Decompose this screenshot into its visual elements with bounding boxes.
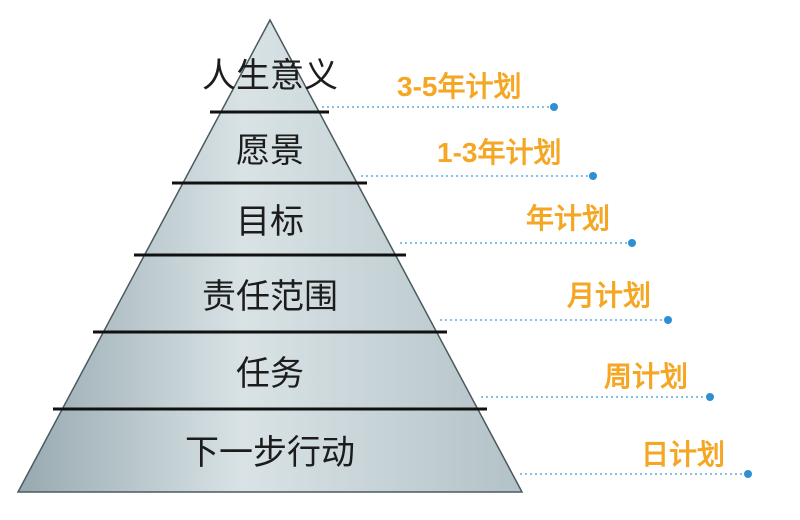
connector-dot (628, 239, 636, 247)
tier-label-next-action: 下一步行动 (185, 433, 355, 473)
connector-dot (550, 103, 558, 111)
connector-dot (706, 393, 714, 401)
plan-label-monthly: 月计划 (566, 280, 651, 311)
tier-label-vision: 愿景 (236, 131, 304, 171)
tier-label-meaning: 人生意义 (202, 56, 338, 96)
plan-label-yearly: 年计划 (526, 202, 610, 234)
plan-label-3-5-year: 3-5年计划 (397, 70, 521, 102)
tier-label-responsibility: 责任范围 (202, 277, 338, 317)
plan-label-1-3-year: 1-3年计划 (437, 136, 561, 168)
plan-label-weekly: 周计划 (604, 361, 688, 392)
connector-dot (744, 470, 752, 478)
plan-label-daily: 日计划 (641, 439, 725, 470)
connector-dot (664, 316, 672, 324)
connector-dot (589, 172, 597, 180)
tier-label-tasks: 任务 (236, 354, 304, 394)
tier-label-goals: 目标 (236, 202, 304, 242)
